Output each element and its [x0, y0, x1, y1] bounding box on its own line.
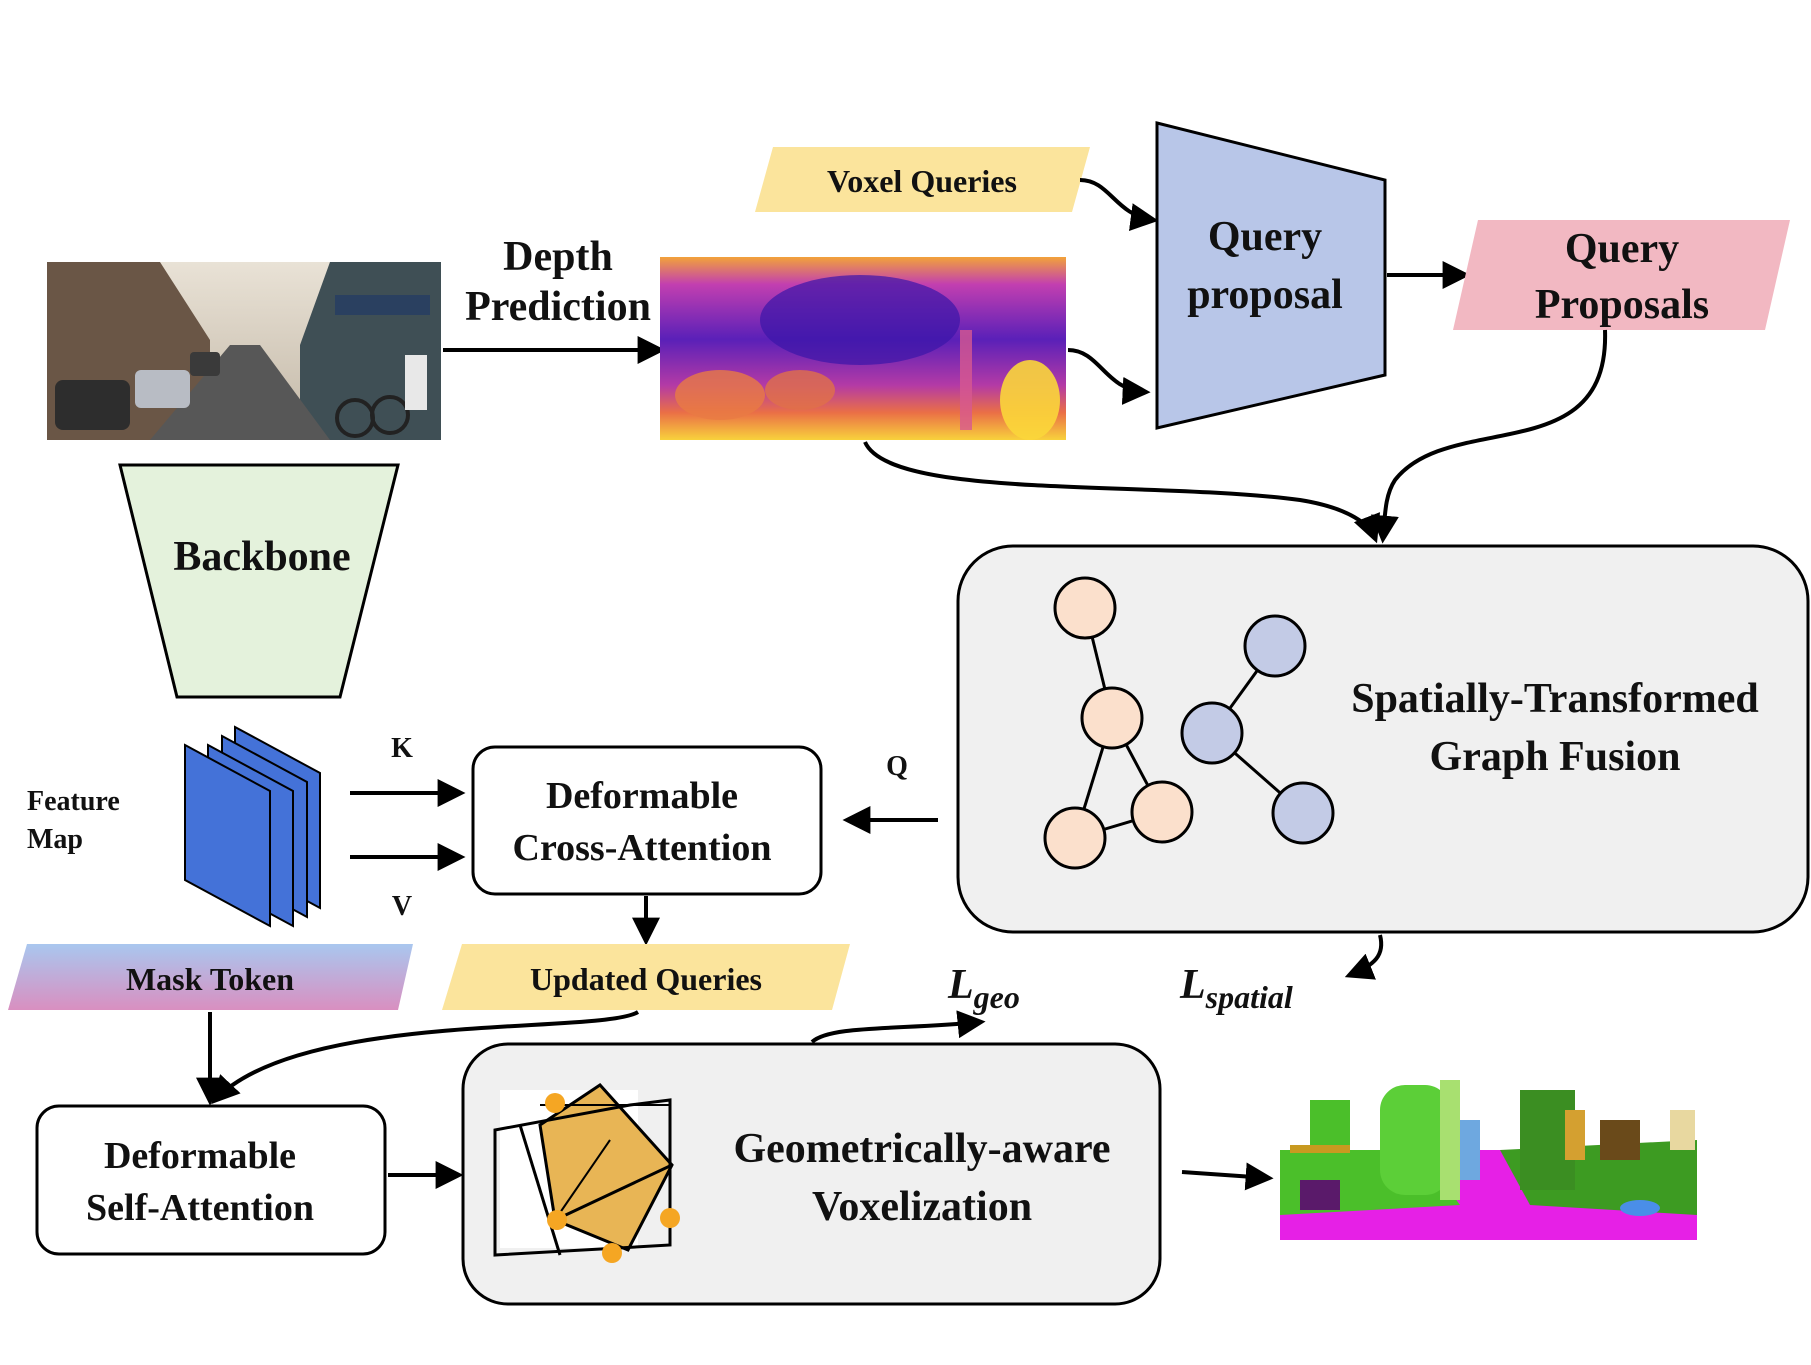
v-label: V	[392, 891, 412, 922]
updated-queries-tag	[442, 944, 850, 1010]
backbone-block	[118, 463, 400, 699]
semantic-output-image	[1280, 1080, 1697, 1240]
self-attention-label-line1: Deformable	[104, 1135, 296, 1177]
mask-token-tag	[8, 944, 413, 1010]
voxelization-label-line2: Voxelization	[812, 1184, 1032, 1230]
updated-queries-label: Updated Queries	[530, 961, 762, 997]
query-proposal-block	[1155, 121, 1387, 430]
feature-map-label-line1: Feature	[27, 786, 120, 817]
voxelization-label-line1: Geometrically-aware	[733, 1126, 1110, 1172]
query-proposals-tag	[1453, 220, 1790, 330]
depth-prediction-label-line1: Depth	[503, 234, 613, 280]
spatial-loss-arrow	[1344, 934, 1384, 980]
feature-map-stack	[184, 725, 321, 928]
backbone-label: Backbone	[173, 534, 350, 580]
k-label: K	[391, 733, 413, 764]
geo-loss-label: Lgeo	[947, 962, 1020, 1015]
self-attention-block	[35, 1104, 387, 1256]
self-attention-label-line2: Self-Attention	[86, 1187, 314, 1229]
depth-map-image	[660, 257, 1066, 440]
voxel-to-output-arrow	[1181, 1162, 1274, 1191]
query-proposals-label-line2: Proposals	[1535, 282, 1709, 328]
depth-prediction-label-line2: Prediction	[465, 284, 651, 330]
voxel-queries-tag	[755, 147, 1090, 212]
graph-icon	[1043, 576, 1335, 870]
query-proposal-label-line1: Query	[1208, 214, 1322, 260]
cross-attention-label-line1: Deformable	[546, 775, 738, 817]
proposals-to-fusion-arrow	[1370, 329, 1608, 544]
cross-attention-label-line2: Cross-Attention	[513, 827, 772, 869]
updated-to-self-arrow	[211, 1010, 640, 1105]
depth-to-proposal-arrow	[1067, 348, 1151, 405]
query-proposal-label-line2: proposal	[1187, 272, 1343, 318]
graph-fusion-label-line1: Spatially-Transformed	[1351, 676, 1759, 722]
mask-token-label: Mask Token	[126, 961, 294, 997]
feature-map-label-line2: Map	[27, 824, 83, 855]
spatial-loss-label: Lspatial	[1179, 962, 1293, 1015]
geo-loss-arrow	[810, 1010, 986, 1044]
cross-attention-block	[471, 745, 823, 896]
voxel-cube-icon	[493, 1083, 680, 1263]
query-proposals-label-line1: Query	[1565, 226, 1679, 272]
voxel-queries-label: Voxel Queries	[827, 163, 1017, 199]
q-label: Q	[886, 751, 908, 782]
depth-to-fusion-arrow	[863, 441, 1381, 544]
voxel-to-proposal-arrow	[1079, 178, 1159, 231]
graph-fusion-label-line2: Graph Fusion	[1430, 734, 1681, 780]
input-street-image	[47, 262, 441, 440]
